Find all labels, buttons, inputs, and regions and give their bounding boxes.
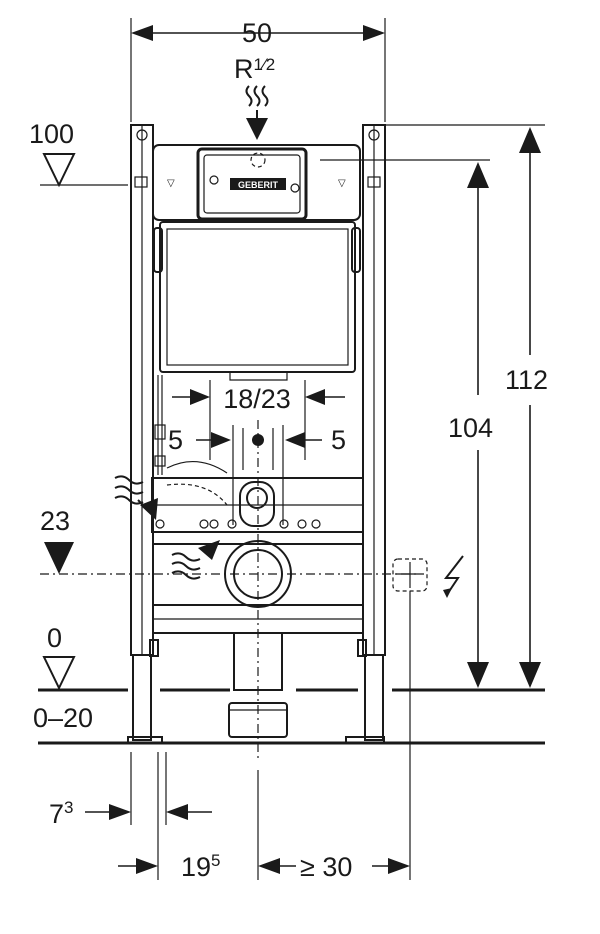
- level-marker-0: 0: [38, 623, 545, 692]
- level-marker-100: 100: [29, 119, 128, 188]
- min-spacing-label: ≥ 30: [300, 852, 352, 882]
- width-label: 50: [242, 18, 272, 48]
- svg-text:▽: ▽: [167, 178, 175, 189]
- side-dimensions: 5 5: [168, 420, 346, 760]
- level-100-label: 100: [29, 119, 74, 149]
- level-23-label: 23: [40, 506, 70, 536]
- floor-adjust: 0–20: [33, 703, 545, 745]
- level-marker-23: 23: [40, 506, 420, 575]
- bottom-dimensions: 73 195 ≥ 30: [49, 752, 410, 882]
- floor-adjust-label: 0–20: [33, 703, 93, 733]
- svg-text:▽: ▽: [338, 178, 346, 189]
- height-104-label: 104: [448, 413, 493, 443]
- wall-offset-label: 195: [181, 851, 221, 882]
- brand-plate: [230, 178, 286, 190]
- width-dimension: 50: [130, 18, 386, 122]
- water-inlet-top: R1⁄2: [234, 54, 275, 140]
- level-0-label: 0: [47, 623, 62, 653]
- lightning-icon: [443, 555, 464, 598]
- electric-outlet-icon: [392, 558, 428, 880]
- height-dimensions: 104 112: [448, 127, 548, 688]
- floor-offset-label: 73: [49, 798, 74, 829]
- water-wave-icon: [245, 85, 269, 107]
- plate-opening-dimension: 18/23: [172, 380, 345, 460]
- water-connection-label: R1⁄2: [234, 54, 275, 84]
- side-left-label: 5: [168, 425, 183, 455]
- water-wave-icon: [171, 540, 220, 580]
- plate-opening-label: 18/23: [223, 384, 291, 414]
- water-wave-icon: [114, 475, 158, 520]
- drain-pipe: [224, 540, 292, 738]
- side-right-label: 5: [331, 425, 346, 455]
- cistern: GEBERIT ▽ ▽: [152, 144, 490, 506]
- brand-text: GEBERIT: [238, 180, 279, 190]
- height-112-label: 112: [505, 365, 548, 395]
